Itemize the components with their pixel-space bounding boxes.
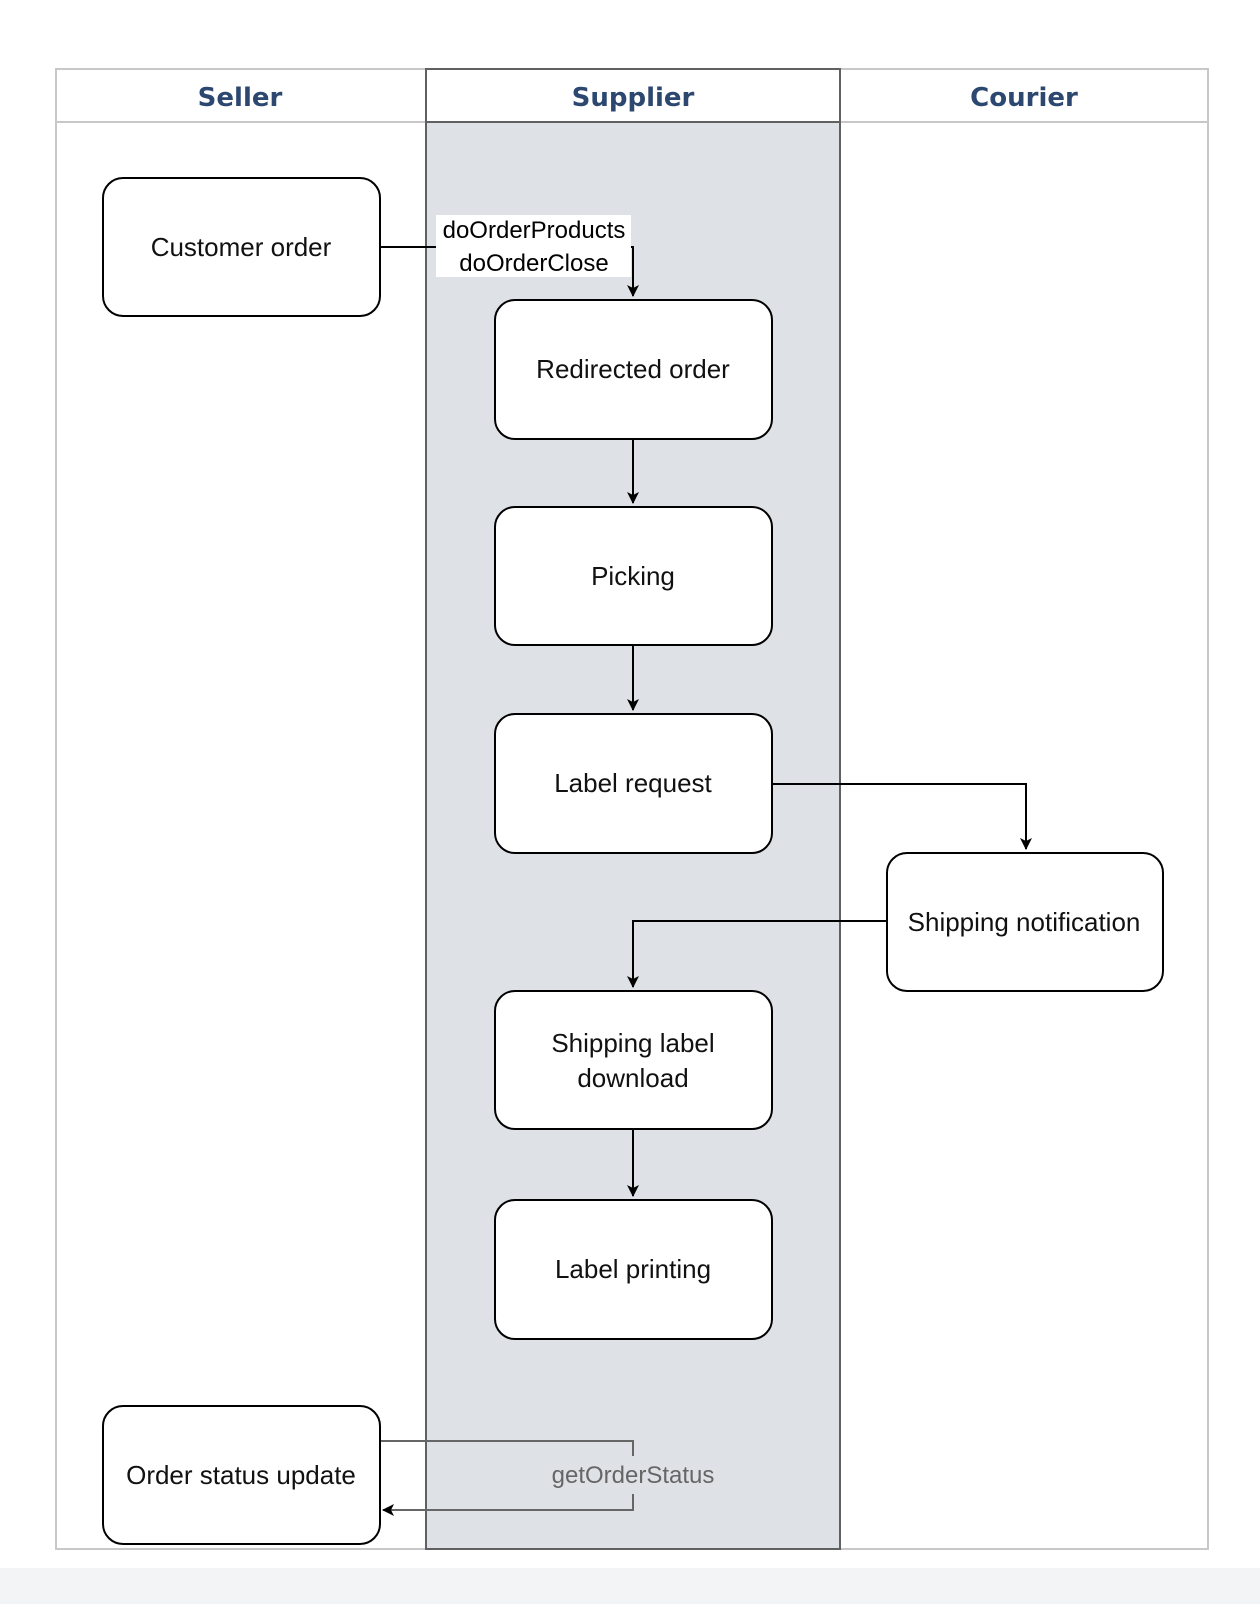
node-picking[interactable]: Picking [494, 506, 773, 646]
node-label-request[interactable]: Label request [494, 713, 773, 854]
edge-label-do-order-close: doOrderClose [459, 250, 608, 277]
window-bottom-strip [0, 1568, 1260, 1604]
node-shipping-label-download[interactable]: Shipping label download [494, 990, 773, 1130]
lane-courier [839, 68, 1209, 1550]
node-label-line-1: Shipping label [551, 1028, 714, 1058]
node-customer-order[interactable]: Customer order [102, 177, 381, 317]
lane-title-seller: Seller [198, 83, 283, 113]
lane-title-supplier: Supplier [572, 83, 695, 113]
node-label: Label request [554, 768, 712, 798]
node-label: Customer order [151, 232, 332, 262]
edge-label-request-to-shipping-notification [772, 783, 1032, 850]
edge-customer-to-redirected [380, 215, 639, 297]
node-label: Label printing [555, 1254, 711, 1284]
node-order-status-update[interactable]: Order status update [102, 1405, 381, 1545]
node-label: Order status update [126, 1460, 356, 1490]
edge-label-do-order-products: doOrderProducts [443, 217, 626, 244]
lane-title-courier: Courier [970, 83, 1078, 113]
node-label: Shipping notification [908, 907, 1141, 937]
edge-label-get-order-status: getOrderStatus [552, 1462, 715, 1489]
node-label-printing[interactable]: Label printing [494, 1199, 773, 1340]
node-label-line-2: download [577, 1063, 688, 1093]
edge-get-order-status [380, 1440, 723, 1516]
node-label: Redirected order [536, 354, 730, 384]
node-redirected-order[interactable]: Redirected order [494, 299, 773, 440]
node-label: Picking [591, 561, 675, 591]
node-shipping-notification[interactable]: Shipping notification [886, 852, 1164, 992]
edge-shipping-notification-to-download [627, 920, 887, 988]
